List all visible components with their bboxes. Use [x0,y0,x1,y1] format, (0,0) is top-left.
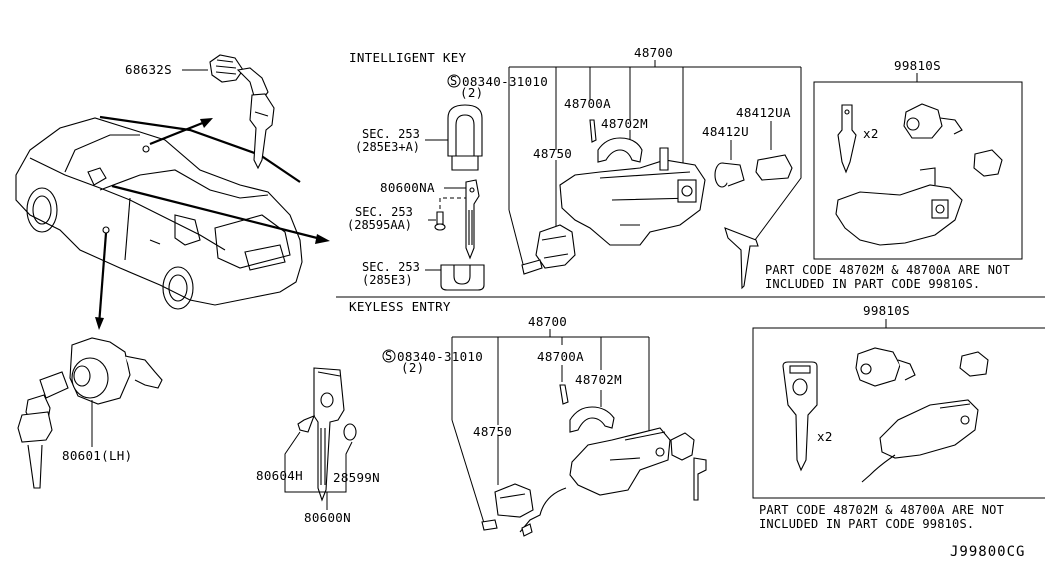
vehicle-illustration [15,117,303,310]
part-qty-lower: (2) [401,360,424,375]
screw-symbol-letter: S [450,74,457,88]
part-label-48700a-lower: 48700A [537,349,584,364]
kit-99810s-upper: 99810S x2 [813,58,1023,260]
part-label-48750-upper: 48750 [533,146,572,161]
part-label-48700-lower: 48700 [528,314,567,329]
note-line2-upper: INCLUDED IN PART CODE 99810S. [765,277,980,291]
intelligent-key-ignition-assembly: 48700 48700A 48702M 48750 48412U 48412UA [508,45,802,290]
part-qty-upper: (2) [460,85,483,100]
arrow-head-icon [95,317,104,330]
screw-symbol-icon [382,349,396,363]
part-label-48750-lower: 48750 [473,424,512,439]
part-label-80604h: 80604H [256,468,303,483]
part-label-08340-31010-upper: 08340-31010 [462,74,548,89]
part-label-80600n: 80600N [304,510,351,525]
intelligent-key-fob-parts: S 08340-31010 (2) SEC. 253 (285E3+A) 806… [347,74,548,291]
part-label-99810s-lower: 99810S [863,303,910,318]
kit-qty-lower: x2 [817,429,833,444]
screw-symbol-icon [447,74,461,88]
part-label-08340-31010-lower: 08340-31010 [397,349,483,364]
part-label-48700a-upper: 48700A [564,96,611,111]
arrow-head-icon [315,234,330,244]
kit-99810s-lower: 99810S x2 [752,303,1045,499]
screw-symbol-letter: S [385,349,392,363]
note-line1-upper: PART CODE 48702M & 48700A ARE NOT [765,263,1010,277]
part-label-48702m-upper: 48702M [601,116,648,131]
section-title-keyless-entry: KEYLESS ENTRY [349,299,451,314]
part-label-48412u: 48412U [702,124,749,139]
kit-box-upper [813,81,1023,260]
part-label-68632s: 68632S [125,62,172,77]
part-label-80600na: 80600NA [380,180,435,195]
kit-qty-upper: x2 [863,126,879,141]
part-label-48702m-lower: 48702M [575,372,622,387]
sec-label-fob-top: SEC. 253 [362,127,420,141]
kit-box-lower [752,327,1045,499]
part-label-48412ua: 48412UA [736,105,791,120]
vehicle-callout-arrows [95,115,330,330]
sec-code-screw: (28595AA) [347,218,412,232]
arrow-head-icon [200,118,213,128]
sec-code-fob-bottom: (285E3) [362,273,413,287]
catalog-code: J99800CG [950,544,1025,560]
door-lock-assembly: 80601(LH) [17,337,163,489]
sec-label-screw: SEC. 253 [355,205,413,219]
note-line1-lower: PART CODE 48702M & 48700A ARE NOT [759,503,1004,517]
part-label-48700-upper: 48700 [634,45,673,60]
key-with-screw-and-cap: 80604H 28599N 80600N [256,367,380,525]
note-line2-lower: INCLUDED IN PART CODE 99810S. [759,517,974,531]
section-title-intelligent-key: INTELLIGENT KEY [349,50,467,65]
part-label-99810s-upper: 99810S [894,58,941,73]
keyless-entry-ignition-assembly: S 08340-31010 (2) 48700 48700A 48702M 48… [382,314,707,537]
sec-label-fob-bottom: SEC. 253 [362,260,420,274]
sec-code-fob-top: (285E3+A) [355,140,420,154]
rear-lock-cylinder: 68632S [125,54,275,170]
part-label-28599n: 28599N [333,470,380,485]
part-label-80601lh: 80601(LH) [62,448,132,463]
